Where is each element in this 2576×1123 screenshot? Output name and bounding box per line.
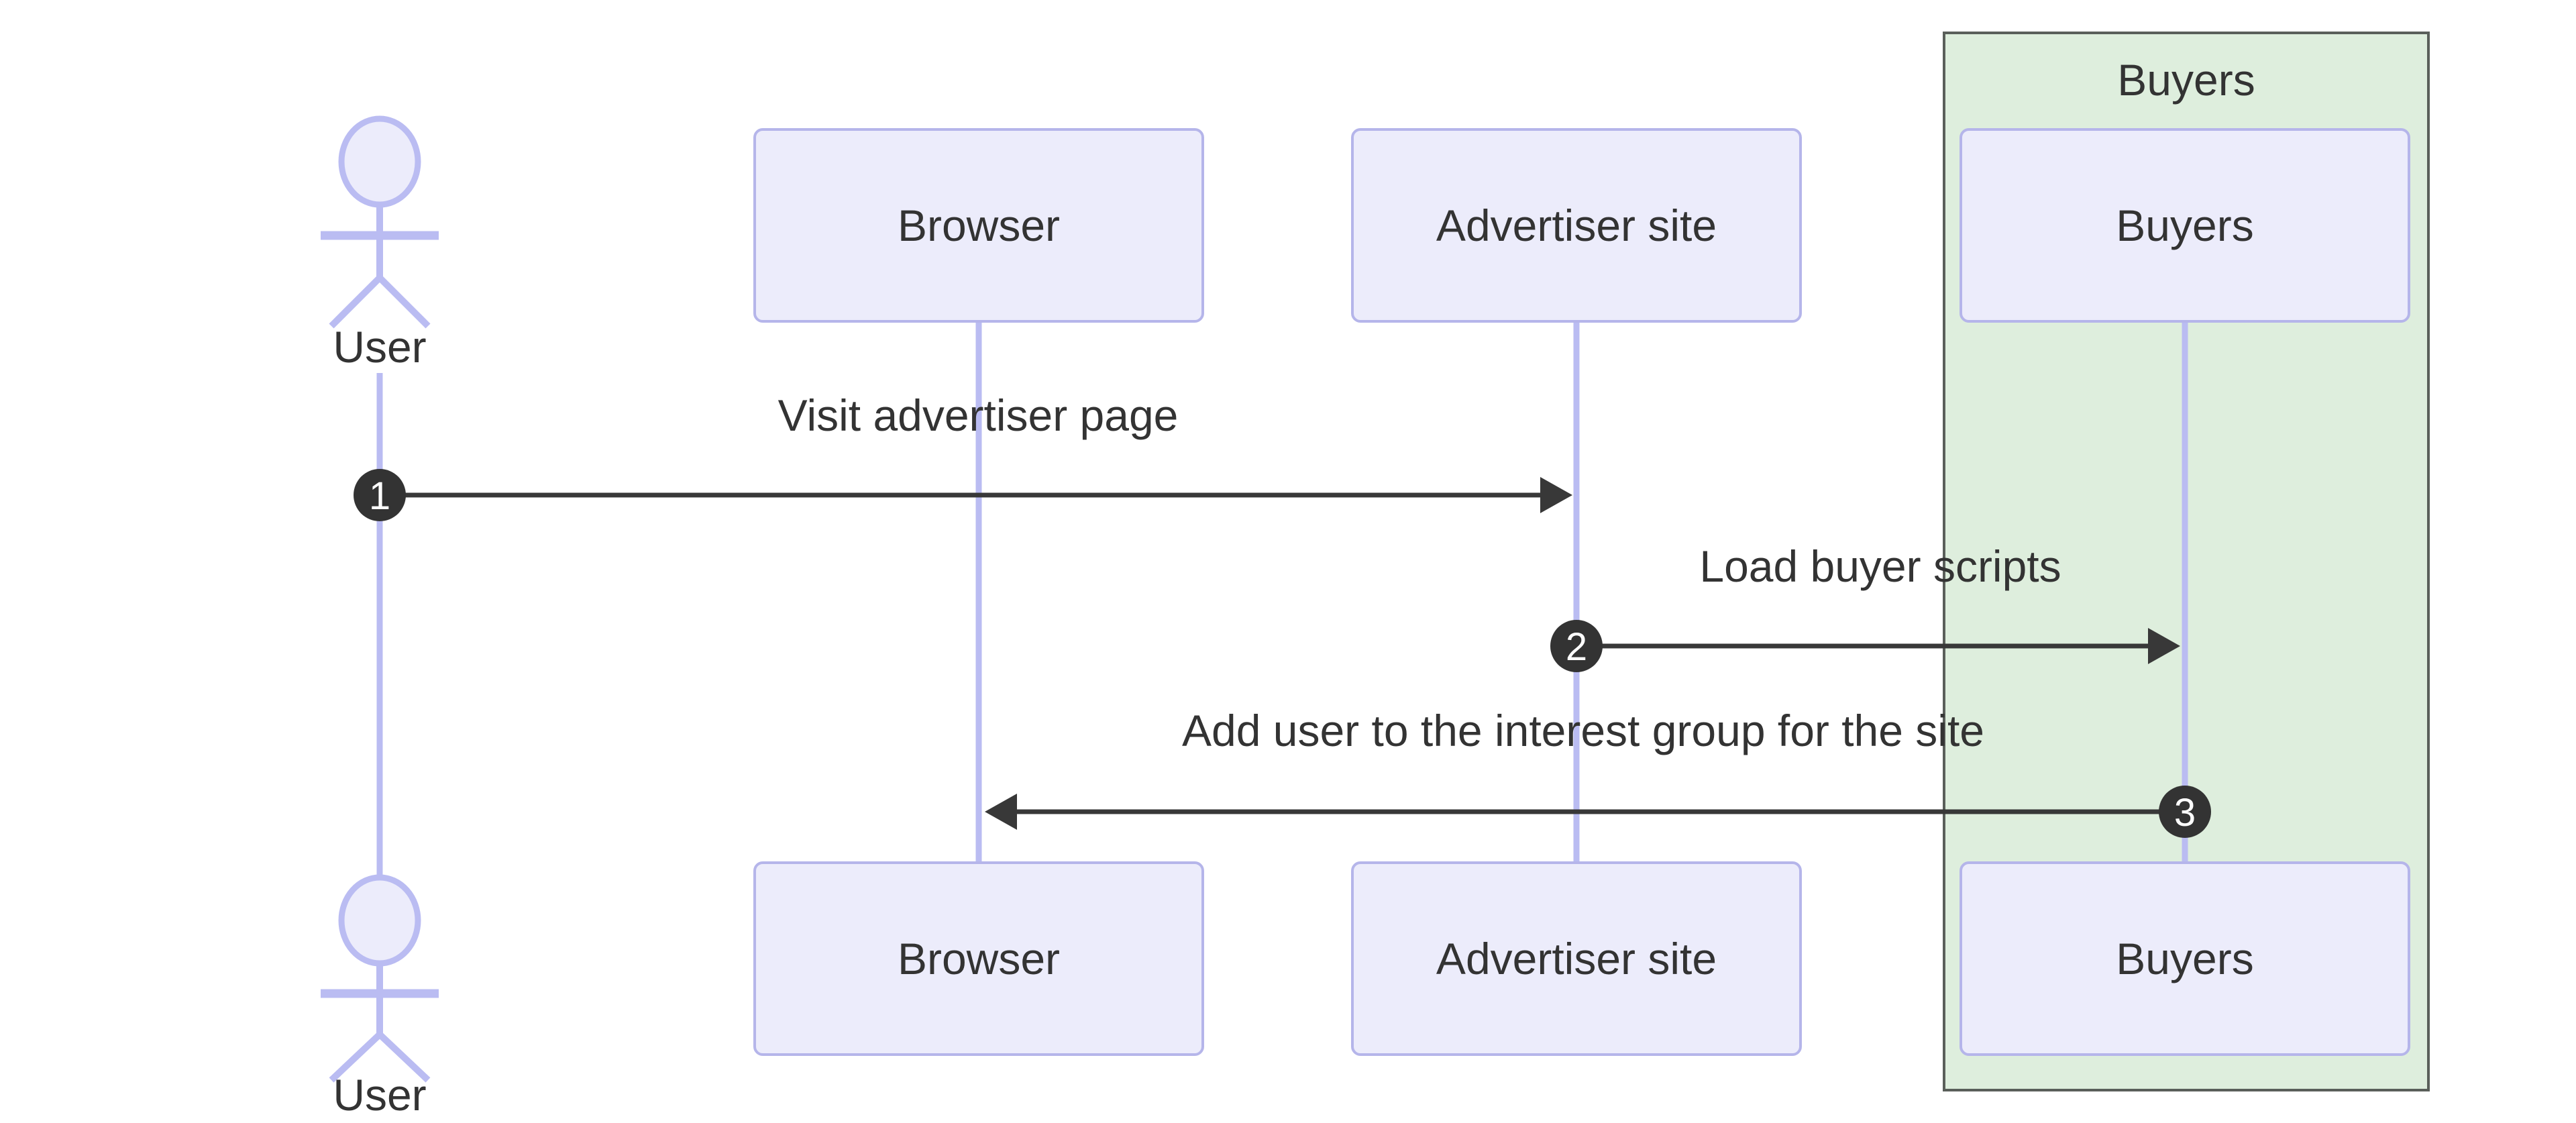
sequence-number: 2 — [1566, 625, 1587, 669]
participant-buyers-top: Buyers — [1960, 128, 2410, 323]
participant-box — [1960, 861, 2410, 1056]
message-1: Visit advertiser page 1 — [354, 390, 1572, 521]
participant-label: Buyers — [2116, 934, 2253, 983]
sequence-number: 1 — [369, 474, 390, 518]
actor-leg-right — [377, 275, 431, 329]
participant-box — [753, 128, 1204, 323]
actor-head-icon — [338, 115, 421, 208]
actor-label-top: User — [333, 322, 426, 372]
actor-label-bottom: User — [333, 1070, 426, 1120]
message-2: Load buyer scripts 2 — [1550, 541, 2180, 672]
participant-box — [1351, 861, 1802, 1056]
actor-leg-left — [329, 1032, 382, 1083]
arrowhead-right-icon — [2148, 628, 2180, 664]
participant-label: Browser — [898, 934, 1060, 983]
participant-label: Browser — [898, 201, 1060, 250]
sequence-number-circle — [1550, 620, 1603, 672]
arrowhead-right-icon — [1540, 477, 1572, 513]
participant-label: Buyers — [2116, 201, 2253, 250]
arrowhead-left-icon — [985, 794, 1017, 830]
message-1-label: Visit advertiser page — [778, 390, 1179, 440]
participant-box — [753, 861, 1204, 1056]
message-3-label: Add user to the interest group for the s… — [1182, 706, 1984, 755]
sequence-number-circle — [2159, 786, 2211, 838]
message-2-label: Load buyer scripts — [1699, 541, 2061, 591]
actor-leg-left — [329, 275, 382, 329]
participant-buyers-bottom: Buyers — [1960, 861, 2410, 1056]
participant-label: Advertiser site — [1436, 201, 1717, 250]
participant-box — [1960, 128, 2410, 323]
buyers-group-label: Buyers — [2117, 55, 2255, 105]
participant-box — [1351, 128, 1802, 323]
sequence-number: 3 — [2174, 791, 2196, 835]
participant-label: Advertiser site — [1436, 934, 1717, 983]
participant-browser-bottom: Browser — [753, 861, 1204, 1056]
actor-user-bottom: User — [321, 874, 439, 1120]
actor-leg-right — [377, 1032, 431, 1083]
participant-advertiser-site-top: Advertiser site — [1351, 128, 1802, 323]
participant-browser-top: Browser — [753, 128, 1204, 323]
actor-user-top: User — [321, 115, 439, 372]
participant-advertiser-site-bottom: Advertiser site — [1351, 861, 1802, 1056]
actor-head-icon — [338, 874, 421, 967]
message-3: Add user to the interest group for the s… — [985, 706, 2211, 838]
sequence-number-circle — [354, 469, 406, 521]
